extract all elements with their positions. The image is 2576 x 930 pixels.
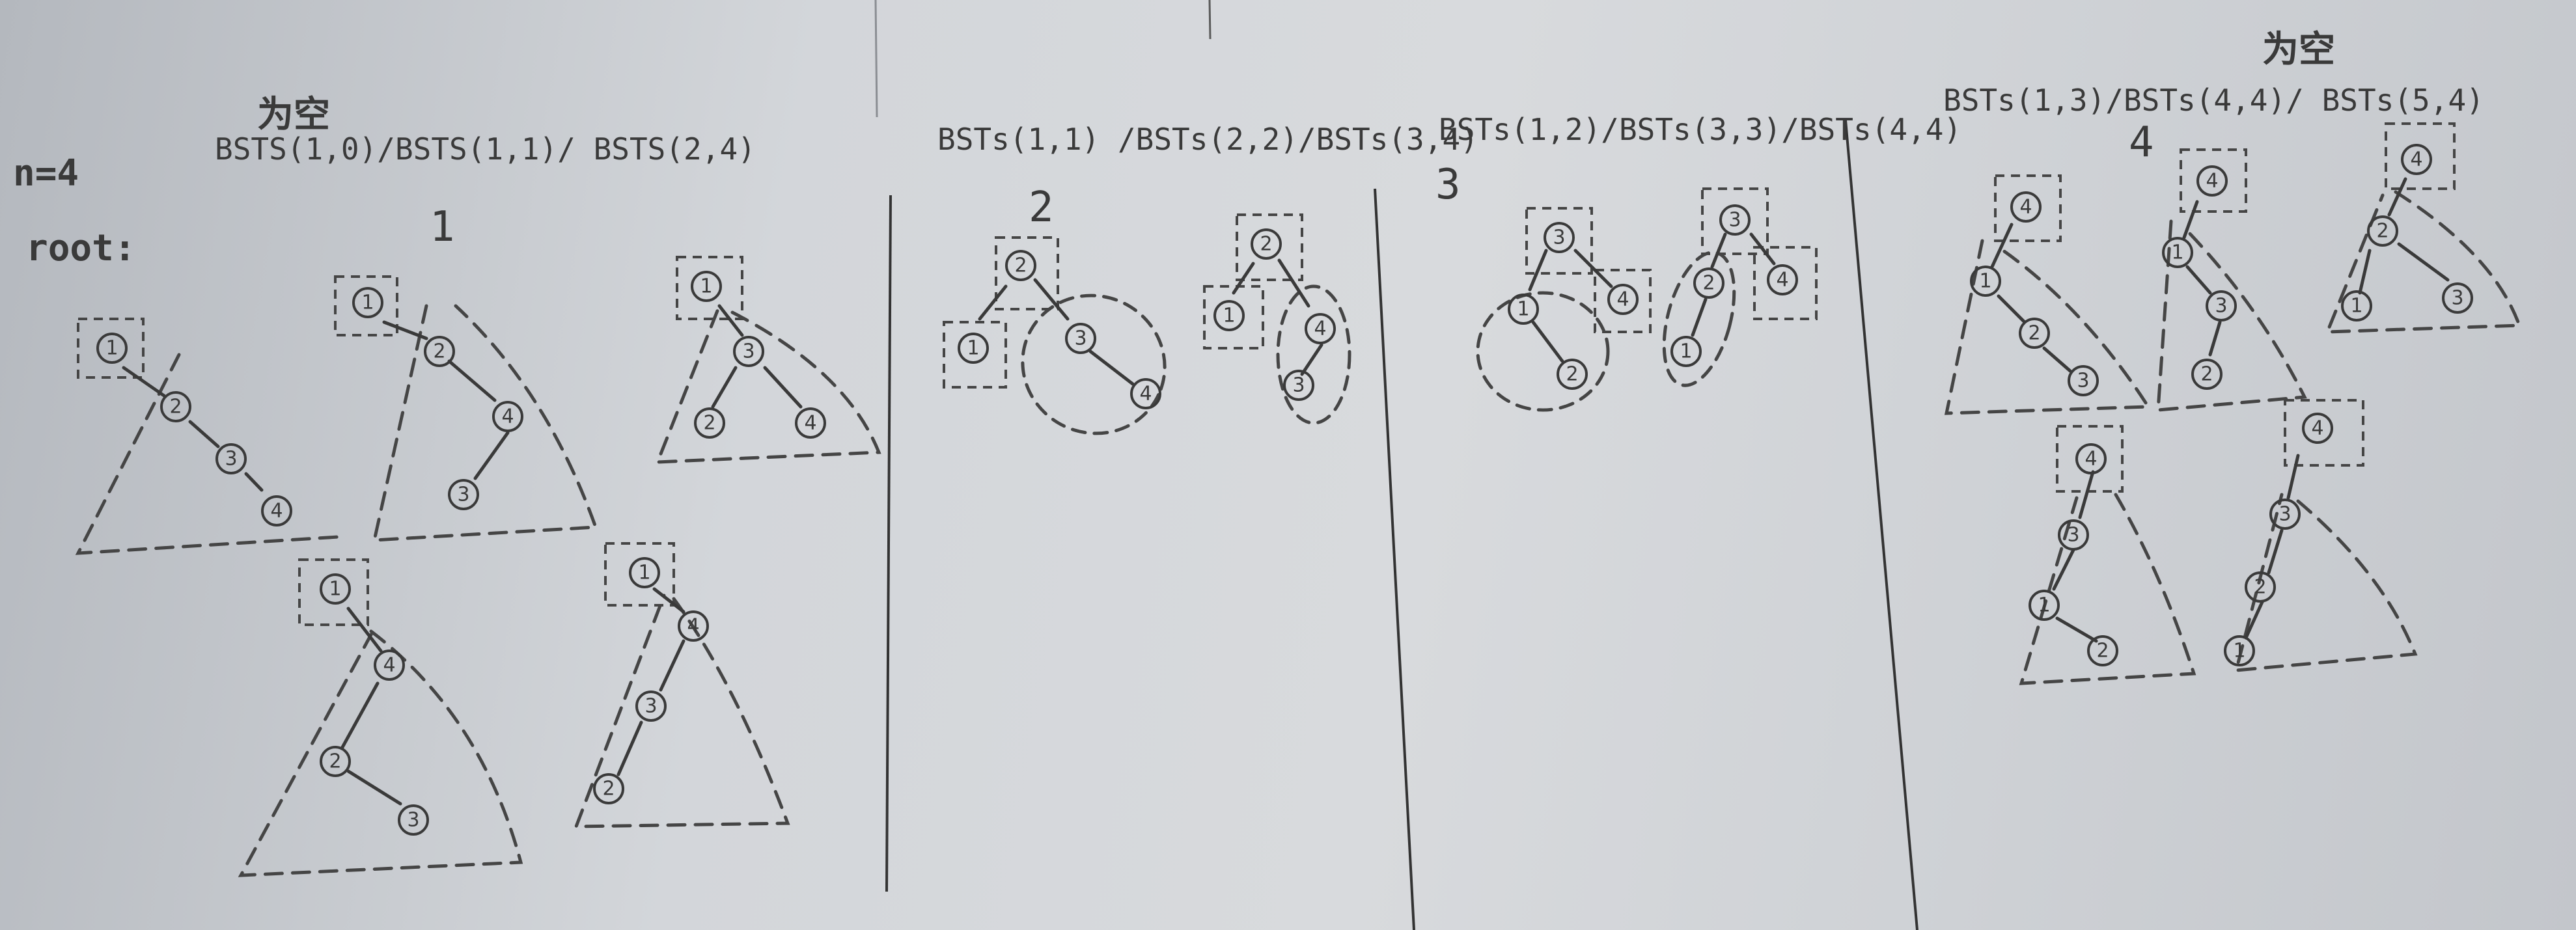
root-number-1: 1 bbox=[430, 203, 455, 251]
tree-2a: 2 1 3 4 bbox=[943, 236, 1167, 435]
tree-node: 3 bbox=[2215, 295, 2227, 318]
tree-node: 4 bbox=[687, 615, 699, 638]
tree-node: 1 bbox=[361, 292, 374, 314]
tree-node: 3 bbox=[407, 809, 419, 832]
tree-node: 2 bbox=[169, 396, 182, 418]
formula-root-4: BSTs(1,3)/BSTs(4,4)/ BSTs(5,4) bbox=[1943, 83, 2484, 118]
tree-node: 4 bbox=[2410, 148, 2422, 171]
tree-node: 1 bbox=[2171, 241, 2183, 264]
tree-4c: 4 2 1 3 bbox=[2325, 122, 2522, 334]
tree-node: 2 bbox=[2096, 640, 2109, 663]
tree-node: 2 bbox=[602, 778, 615, 800]
tree-node: 2 bbox=[329, 750, 341, 773]
tree-node: 4 bbox=[1616, 288, 1629, 311]
tree-node: 4 bbox=[2311, 417, 2323, 440]
tree-1b: 1 2 4 3 bbox=[334, 275, 598, 542]
separator-line-2 bbox=[1374, 188, 1415, 930]
tree-node: 2 bbox=[2028, 322, 2040, 345]
tree-node: 4 bbox=[383, 654, 395, 677]
tree-2b: 2 1 4 3 bbox=[1203, 213, 1351, 425]
tree-node: 4 bbox=[501, 405, 514, 428]
tree-node: 2 bbox=[2376, 220, 2389, 243]
tree-node: 3 bbox=[644, 695, 657, 718]
tree-node: 3 bbox=[2451, 287, 2463, 310]
n-label: n=4 bbox=[13, 152, 79, 195]
tree-3a: 3 4 1 2 bbox=[1476, 207, 1652, 412]
root-number-4: 4 bbox=[2129, 118, 2154, 167]
root-label: root: bbox=[26, 227, 136, 269]
tree-4a: 4 1 2 3 bbox=[1944, 174, 2152, 415]
tree-4b: 4 1 3 2 bbox=[2156, 148, 2307, 412]
tree-node: 4 bbox=[804, 412, 816, 435]
tree-node: 4 bbox=[1314, 318, 1326, 340]
tree-1c: 1 3 2 4 bbox=[655, 256, 881, 464]
tree-node: 3 bbox=[2278, 503, 2291, 526]
formula-root-1: BSTS(1,0)/BSTS(1,1)/ BSTS(2,4) bbox=[215, 131, 756, 167]
tree-3b: 3 4 2 1 bbox=[1662, 187, 1818, 387]
tree-node: 3 bbox=[1553, 226, 1565, 249]
tree-node: 3 bbox=[1292, 374, 1305, 397]
formula-root-3: BSTs(1,2)/BSTs(3,3)/BSTs(4,4) bbox=[1439, 112, 1961, 147]
tree-node: 2 bbox=[1014, 254, 1027, 277]
tree-4d: 4 3 1 2 bbox=[2019, 425, 2196, 685]
paper-crease-1 bbox=[874, 0, 878, 118]
tree-node: 2 bbox=[1566, 363, 1578, 386]
tree-node: 4 bbox=[2084, 448, 2097, 471]
separator-line-1 bbox=[885, 195, 892, 892]
tree-node: 1 bbox=[1223, 305, 1235, 327]
tree-node: 3 bbox=[225, 448, 237, 471]
tree-node: 3 bbox=[2067, 524, 2079, 547]
root-number-3: 3 bbox=[1435, 161, 1461, 209]
tree-node: 4 bbox=[2206, 170, 2218, 193]
tree-node: 2 bbox=[1702, 272, 1715, 295]
tree-4e: 4 3 2 1 bbox=[2224, 399, 2418, 672]
tree-node: 1 bbox=[105, 337, 118, 360]
tree-node: 4 bbox=[270, 500, 283, 523]
formula-root-2: BSTs(1,1) /BSTs(2,2)/BSTs(3,4) bbox=[937, 122, 1478, 157]
tree-node: 1 bbox=[329, 578, 341, 601]
tree-node: 1 bbox=[1979, 270, 1991, 293]
tree-node: 3 bbox=[2077, 370, 2089, 392]
tree-node: 2 bbox=[2254, 576, 2266, 599]
tree-node: 2 bbox=[2200, 363, 2213, 386]
tree-node: 1 bbox=[2038, 594, 2050, 617]
tree-1a: 1 2 3 4 bbox=[75, 318, 340, 555]
separator-line-3 bbox=[1844, 120, 1918, 930]
tree-node: 1 bbox=[1680, 340, 1692, 363]
root-number-2: 2 bbox=[1029, 184, 1054, 232]
tree-node: 1 bbox=[967, 337, 979, 360]
tree-node: 1 bbox=[700, 275, 712, 298]
tree-1e: 1 4 3 2 bbox=[574, 542, 790, 828]
tree-node: 1 bbox=[2350, 295, 2362, 318]
tree-node: 4 bbox=[2019, 196, 2032, 219]
tree-node: 4 bbox=[1776, 269, 1788, 292]
tree-node: 2 bbox=[433, 340, 445, 363]
tree-node: 3 bbox=[742, 340, 755, 363]
tree-node: 3 bbox=[1074, 327, 1087, 350]
tree-node: 2 bbox=[1260, 233, 1272, 256]
tree-1d: 1 4 2 3 bbox=[238, 558, 523, 877]
empty-note-left: 为空 bbox=[257, 94, 330, 136]
tree-node: 3 bbox=[1728, 209, 1741, 232]
tree-node: 1 bbox=[2233, 640, 2245, 663]
tree-node: 1 bbox=[638, 562, 650, 584]
tree-node: 3 bbox=[457, 484, 469, 506]
empty-note-right: 为空 bbox=[2262, 29, 2335, 71]
tree-node: 1 bbox=[1517, 298, 1529, 321]
tree-node: 2 bbox=[703, 412, 715, 435]
tree-node: 4 bbox=[1139, 383, 1152, 405]
